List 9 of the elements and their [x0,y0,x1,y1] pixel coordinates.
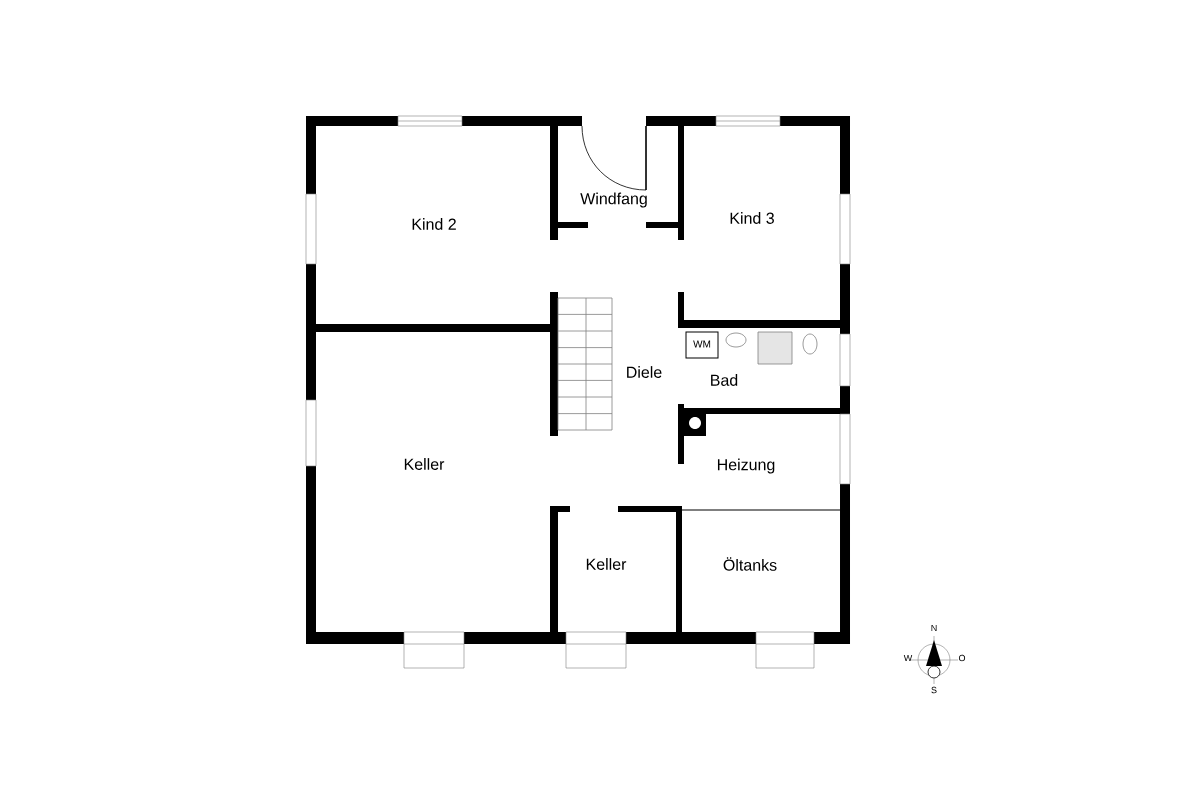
room-label: Heizung [717,458,775,474]
room-label: Diele [627,366,662,378]
room-label: Kind 3 [730,212,774,224]
room-label: Keller [404,458,445,470]
room-label: Bad [711,374,738,386]
room-label: Öltanks [723,557,777,571]
room-label: Keller [586,558,627,570]
room-label: Kind 2 [412,218,456,230]
room-label: Windfang [580,192,647,208]
